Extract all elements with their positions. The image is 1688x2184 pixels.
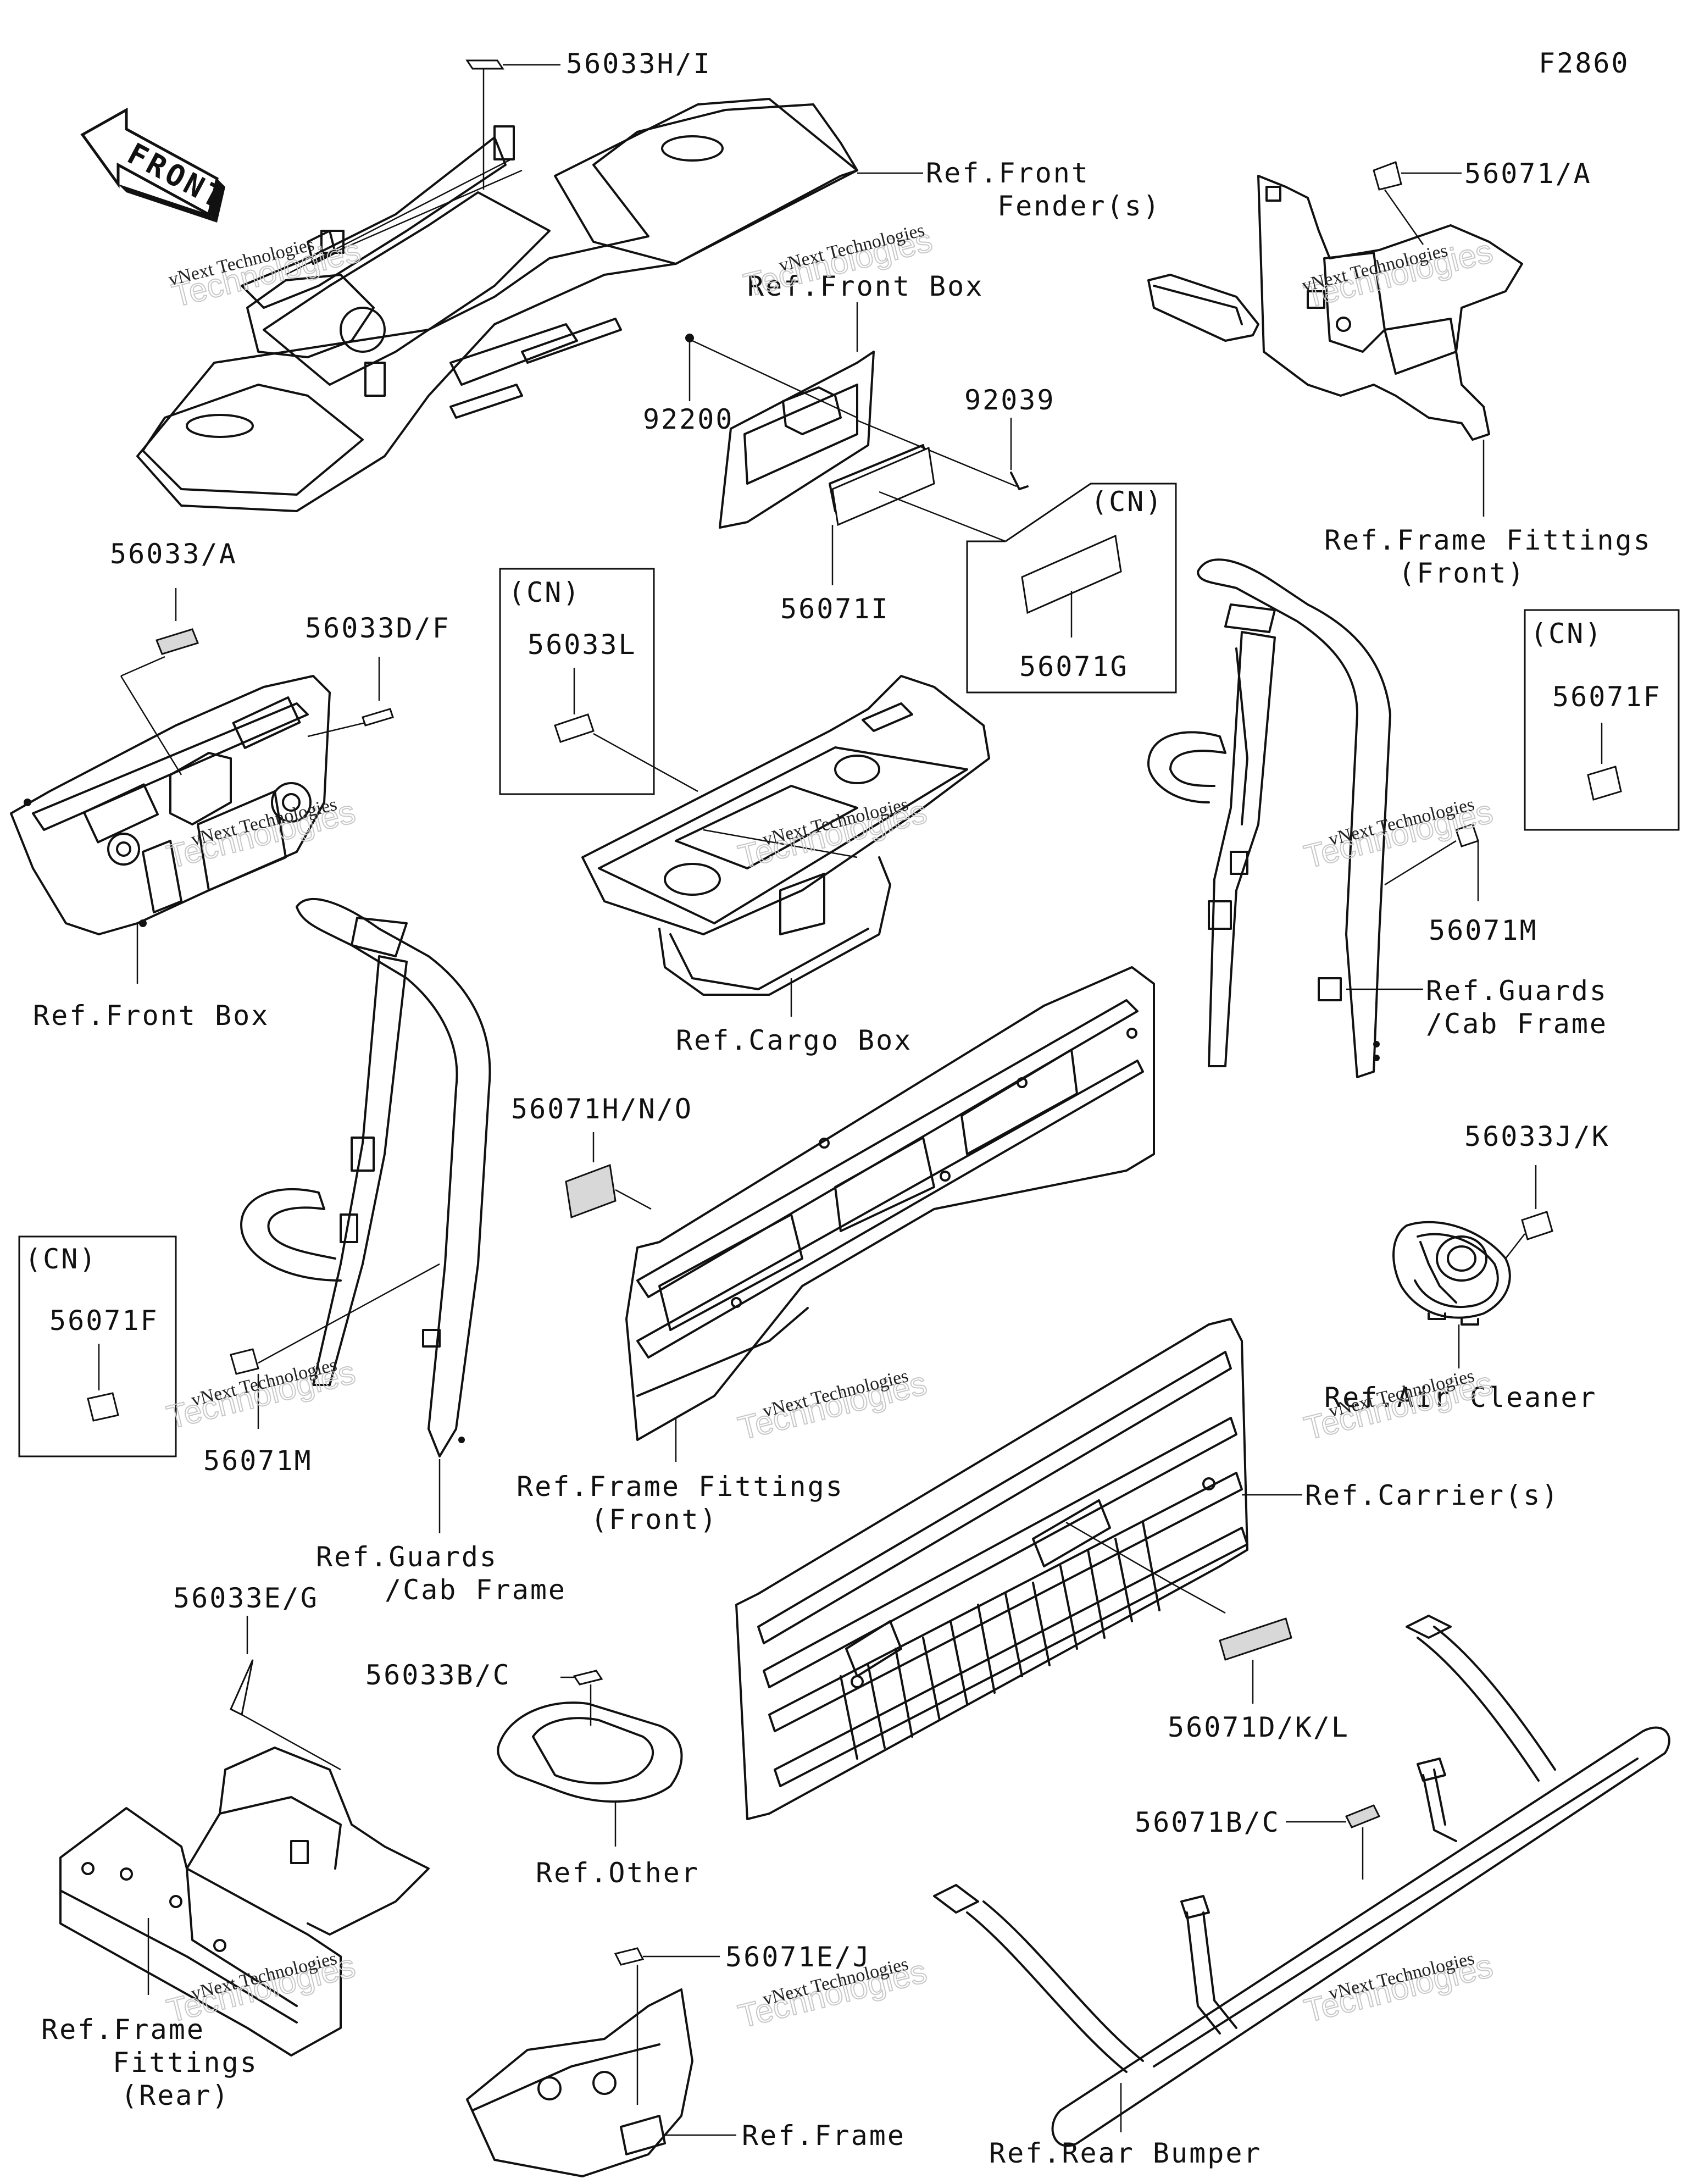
part-number-56071BC: 56071B/C	[1135, 1806, 1280, 1838]
cn-box-56071F-left: (CN) 56071F	[18, 1235, 177, 1457]
cn-tag-56071F-right: (CN)	[1530, 618, 1603, 650]
part-number-56071HNO: 56071H/N/O	[511, 1093, 693, 1125]
front-box-dashboard	[10, 675, 331, 984]
ref-front-fender-line1: Ref.Front	[926, 157, 1090, 189]
frame-fittings-rear	[59, 1616, 430, 2056]
frame-fittings-front-right	[1147, 175, 1523, 517]
part-number-56071M-right: 56071M	[1429, 914, 1538, 946]
part-number-56071I: 56071I	[780, 593, 890, 625]
part-number-92200: 92200	[643, 403, 734, 435]
part-number-56071G: 56071G	[1019, 651, 1129, 683]
part-number-56071F-left: 56071F	[49, 1305, 159, 1337]
ref-front-fender-line2: Fender(s)	[997, 190, 1161, 222]
part-number-56033BC: 56033B/C	[365, 1659, 511, 1691]
ref-rear-bumper: Ref.Rear Bumper	[989, 2137, 1262, 2169]
air-cleaner	[1392, 1221, 1511, 1368]
part-number-56033EG: 56033E/G	[173, 1582, 319, 1614]
decal-56033HI: 56033H/I	[465, 48, 712, 190]
carrier-panel	[735, 1318, 1302, 1820]
part-number-56033A: 56033/A	[110, 538, 237, 570]
cn-tag-56071F-left: (CN)	[25, 1243, 97, 1275]
ref-air-cleaner: Ref.Air Cleaner	[1324, 1382, 1597, 1413]
frame-fittings-center-panel	[625, 966, 1155, 1462]
other-part	[497, 1670, 683, 1847]
figure-code: F2860	[1539, 47, 1630, 79]
ref-guards-left-line2: /Cab Frame	[385, 1574, 567, 1606]
part-number-56071A: 56071/A	[1464, 158, 1592, 190]
ref-guards-right-line1: Ref.Guards	[1426, 975, 1608, 1007]
front-fender-assembly	[136, 98, 858, 512]
part-number-56033DF: 56033D/F	[305, 612, 451, 644]
ref-frame-fittings-center-line1: Ref.Frame Fittings	[517, 1471, 844, 1503]
cn-tag-56033L: (CN)	[508, 577, 581, 608]
ref-front-box-left: Ref.Front Box	[33, 1000, 269, 1032]
cn-box-56071F-right: (CN) 56071F	[1524, 609, 1680, 831]
ref-frame: Ref.Frame	[742, 2120, 906, 2152]
part-number-56033JK: 56033J/K	[1464, 1121, 1610, 1152]
part-number-56071M-left: 56071M	[203, 1445, 313, 1477]
ref-guards-left-line1: Ref.Guards	[316, 1541, 498, 1573]
guards-cab-frame-left	[240, 898, 491, 1533]
watermarks: Technologies vNext Technologies Technolo…	[163, 220, 1497, 2036]
cn-box-56071G: (CN) 56071G	[966, 483, 1177, 694]
ref-frame-fittings-front-right-line1: Ref.Frame Fittings	[1324, 524, 1652, 556]
guards-cab-frame-right	[1147, 558, 1423, 1078]
rear-bumper	[933, 1615, 1670, 2147]
ref-frame-fittings-rear-line2: Fittings	[113, 2047, 258, 2078]
ref-other: Ref.Other	[536, 1857, 699, 1889]
part-number-56071EJ: 56071E/J	[725, 1941, 871, 1973]
part-number-56033HI: 56033H/I	[566, 48, 712, 80]
ref-frame-fittings-front-right-line2: (Front)	[1398, 557, 1526, 589]
ref-guards-right-line2: /Cab Frame	[1426, 1008, 1608, 1040]
ref-cargo-box: Ref.Cargo Box	[676, 1024, 912, 1056]
ref-frame-fittings-rear-line3: (Rear)	[121, 2080, 230, 2111]
part-number-56071DKL: 56071D/K/L	[1168, 1711, 1350, 1743]
part-number-56071F-right: 56071F	[1552, 681, 1662, 713]
front-arrow-icon: FRONT	[80, 107, 231, 223]
cn-box-56033L: (CN) 56033L	[499, 568, 698, 795]
ref-frame-fittings-center-line2: (Front)	[591, 1504, 718, 1536]
frame-part	[466, 1947, 736, 2177]
cn-tag-56071G: (CN)	[1091, 486, 1163, 518]
ref-carriers: Ref.Carrier(s)	[1305, 1479, 1559, 1511]
part-number-56033L: 56033L	[528, 629, 637, 661]
cargo-box	[581, 675, 990, 1017]
ref-front-box-top: Ref.Front Box	[747, 270, 984, 302]
ref-frame-fittings-rear-line1: Ref.Frame	[41, 2014, 205, 2046]
part-number-92039: 92039	[964, 384, 1056, 416]
